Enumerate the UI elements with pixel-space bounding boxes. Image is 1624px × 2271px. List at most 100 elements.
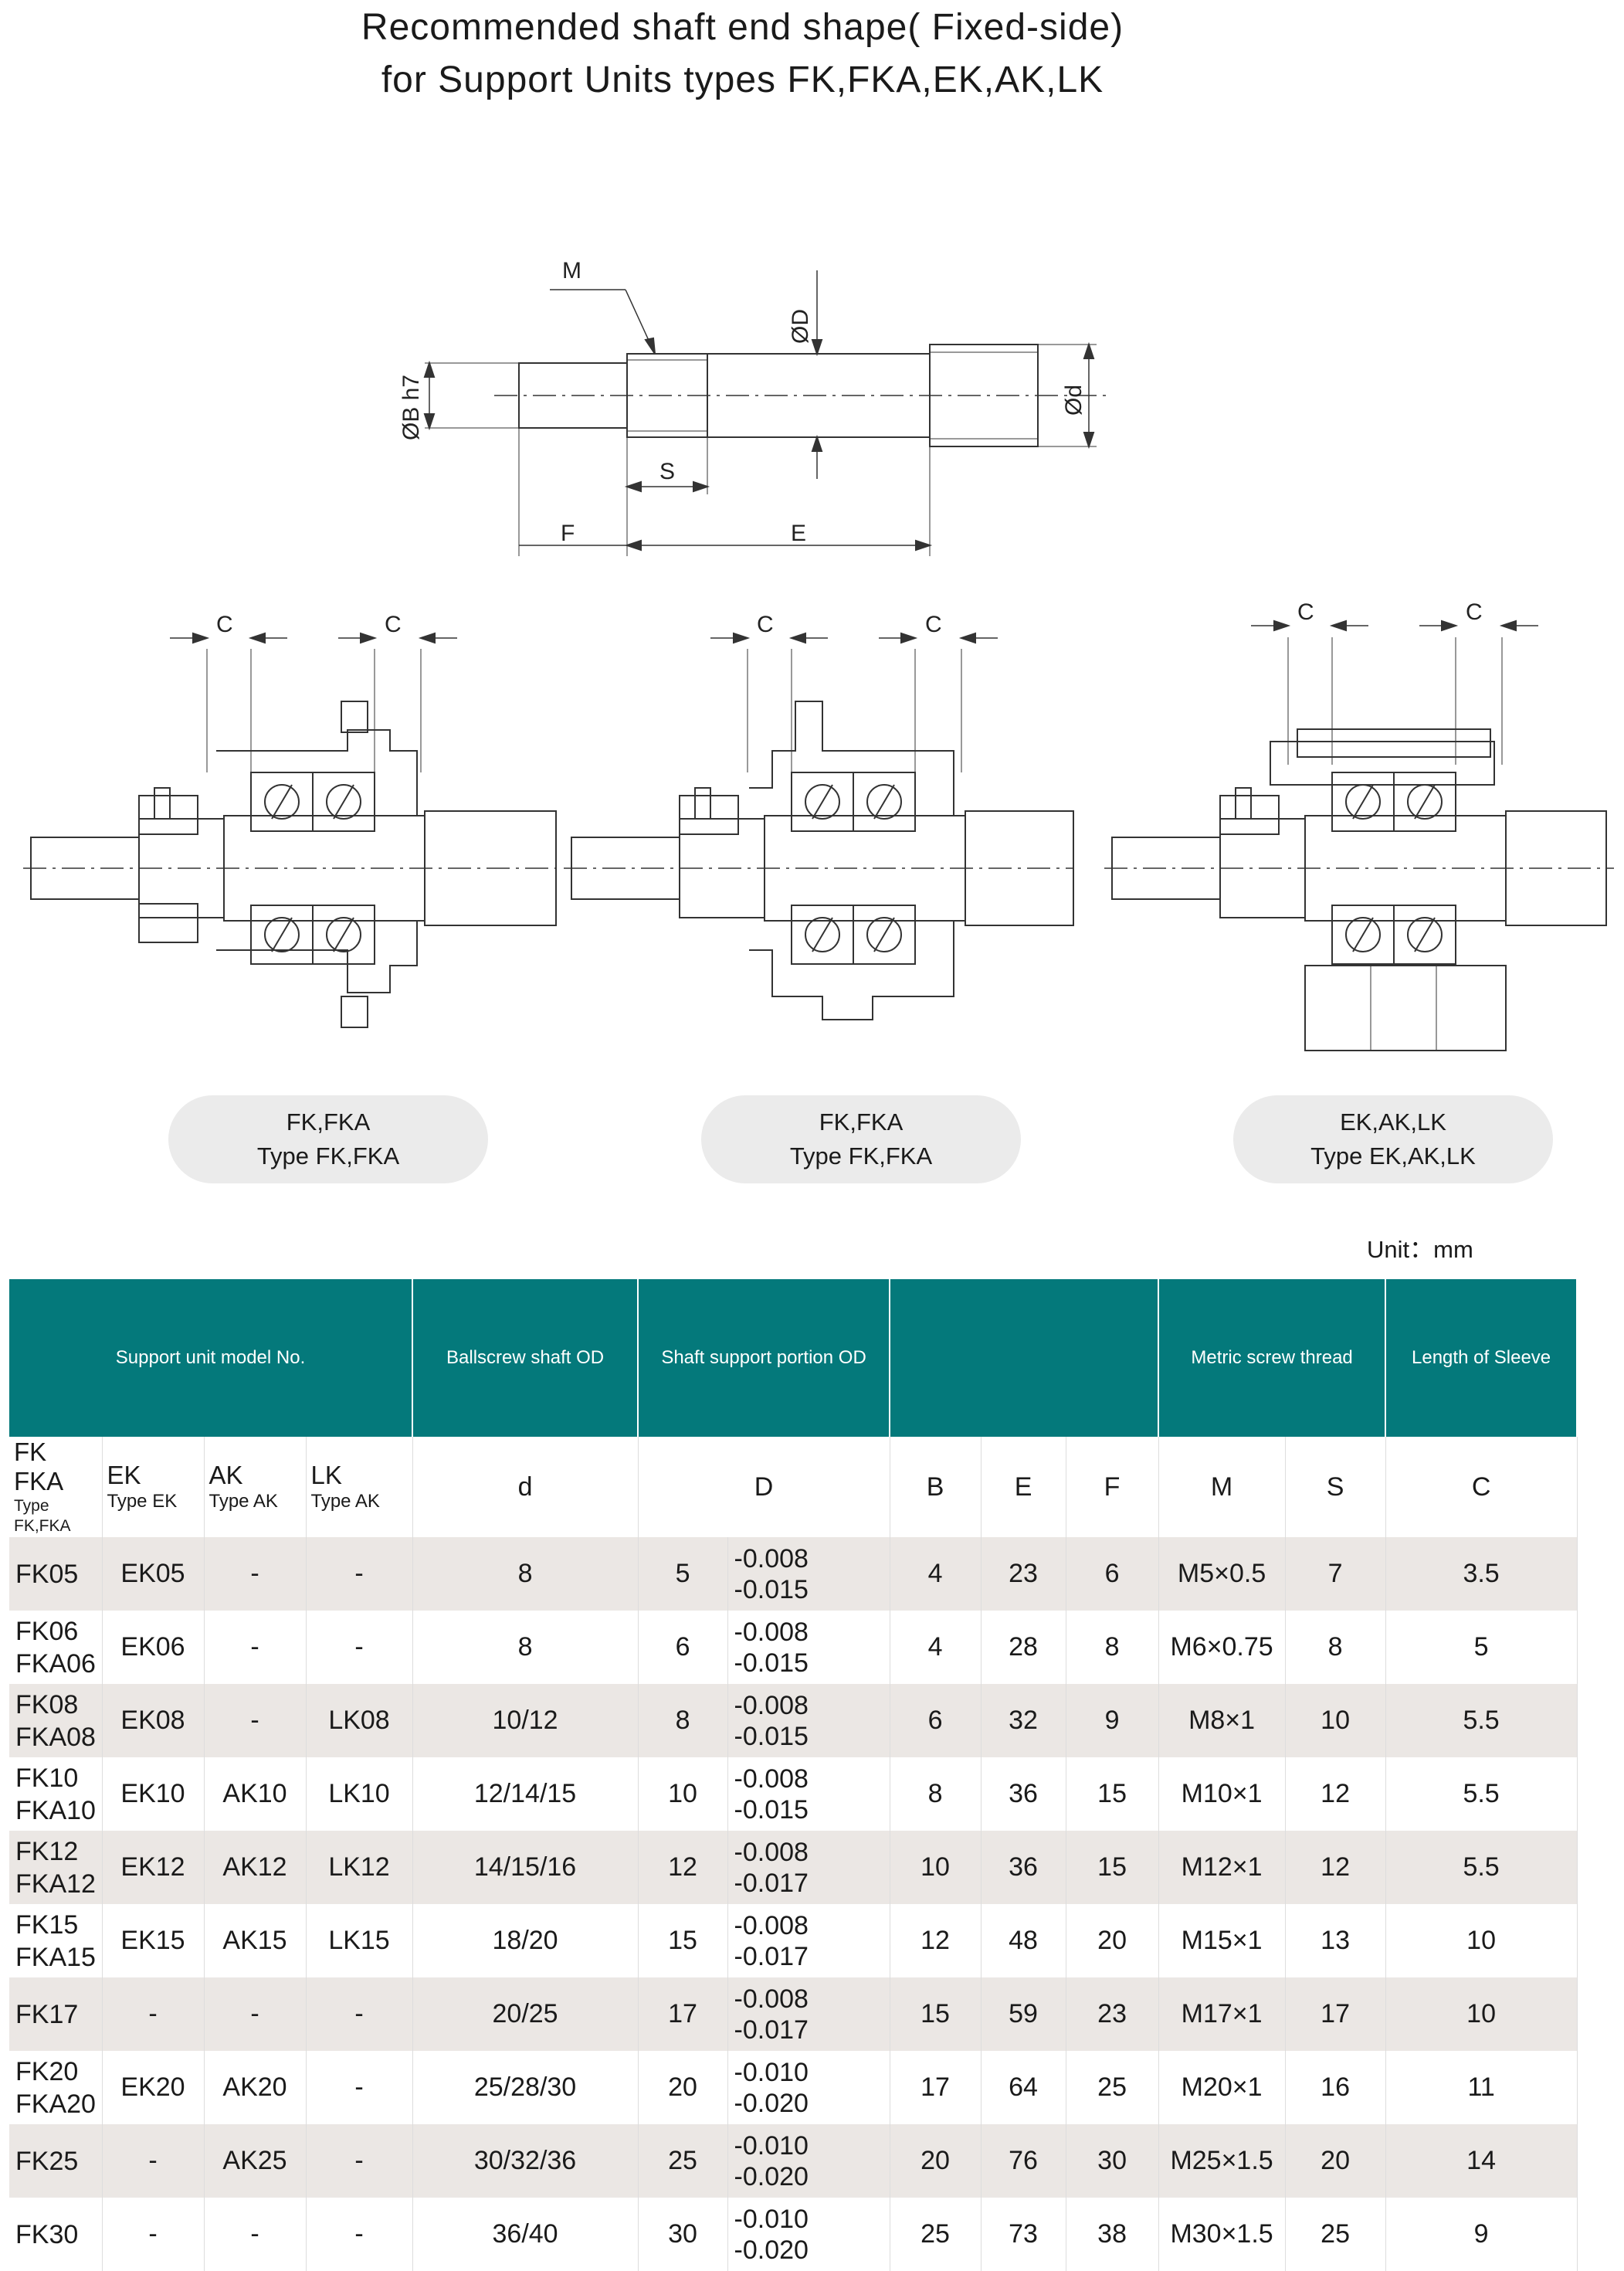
cell-ak: AK20	[204, 2051, 307, 2124]
header-thread: Metric screw thread	[1158, 1279, 1387, 1437]
tolerance-lower: -0.015	[734, 1794, 809, 1825]
cell-d: 10/12	[412, 1684, 639, 1757]
cell-F: 15	[1066, 1757, 1159, 1831]
cell-D: 6	[638, 1611, 728, 1684]
cell-B: 10	[890, 1831, 982, 1904]
cell-tolerance: -0.008-0.017	[727, 1831, 890, 1904]
cell-B: 17	[890, 2051, 982, 2124]
shaft-end-drawing: M ØD ØB h7 Ød S F E	[398, 258, 1112, 556]
cell-ak: AK12	[204, 1831, 307, 1904]
subheader-fk: FK FKA Type FK,FKA	[9, 1437, 103, 1537]
cell-F: 15	[1066, 1831, 1159, 1904]
cell-d: 20/25	[412, 1977, 639, 2051]
cell-fk-model: FK05	[9, 1537, 103, 1611]
fka-model: FKA12	[15, 1869, 96, 1899]
cell-F: 23	[1066, 1977, 1159, 2051]
cell-ak: AK10	[204, 1757, 307, 1831]
cell-E: 23	[981, 1537, 1066, 1611]
header-shaft-od: Ballscrew shaft OD	[412, 1279, 639, 1437]
section-label-C: C	[757, 612, 774, 637]
section-view-fk-1: C C	[23, 612, 557, 1028]
cell-S: 7	[1285, 1537, 1386, 1611]
subheader-lk: LK Type AK	[306, 1437, 413, 1537]
cell-fk-model: FK17	[9, 1977, 103, 2051]
cell-S: 12	[1285, 1831, 1386, 1904]
cell-M: M6×0.75	[1158, 1611, 1286, 1684]
dimension-table: Support unit model No. Ballscrew shaft O…	[9, 1279, 1578, 2271]
cell-ek: EK10	[102, 1757, 205, 1831]
cell-d: 25/28/30	[412, 2051, 639, 2124]
cell-d: 18/20	[412, 1904, 639, 1977]
cell-ak: AK25	[204, 2124, 307, 2198]
cell-lk: LK12	[306, 1831, 413, 1904]
cell-ak: -	[204, 1684, 307, 1757]
fka-model: FKA20	[15, 2089, 96, 2119]
fk-model: FK05	[15, 1559, 79, 1589]
cell-d: 8	[412, 1611, 639, 1684]
section-view-ek: C C	[1104, 599, 1614, 1051]
page-title: Recommended shaft end shape( Fixed-side)	[361, 7, 1124, 48]
cell-ak: -	[204, 1537, 307, 1611]
cell-M: M10×1	[1158, 1757, 1286, 1831]
pill-line2: Type FK,FKA	[256, 1142, 400, 1169]
cell-S: 12	[1285, 1757, 1386, 1831]
tolerance-lower: -0.017	[734, 1868, 809, 1898]
fk-model: FK10	[15, 1763, 79, 1793]
shaft-label-E: E	[791, 521, 806, 546]
section-view-fk-2: C C	[564, 612, 1074, 1020]
tolerance-lower: -0.020	[734, 2088, 809, 2118]
cell-F: 25	[1066, 2051, 1159, 2124]
pill-line1: FK,FKA	[819, 1108, 904, 1136]
cell-M: M12×1	[1158, 1831, 1286, 1904]
cell-ek: -	[102, 2124, 205, 2198]
tolerance-lower: -0.015	[734, 1648, 809, 1678]
cell-D: 5	[638, 1537, 728, 1611]
subheader-D: D	[638, 1437, 890, 1537]
header-model: Support unit model No.	[9, 1279, 414, 1437]
cell-lk: LK15	[306, 1904, 413, 1977]
cell-ek: -	[102, 1977, 205, 2051]
shaft-label-B: ØB h7	[398, 375, 424, 440]
cell-ak: -	[204, 1977, 307, 2051]
section-label-C: C	[216, 612, 233, 637]
cell-fk-model: FK25	[9, 2124, 103, 2198]
shaft-label-S: S	[659, 459, 675, 484]
type-label-fk-1: FK,FKA Type FK,FKA	[168, 1095, 488, 1183]
cell-C: 5	[1385, 1611, 1578, 1684]
cell-B: 8	[890, 1757, 982, 1831]
cell-F: 8	[1066, 1611, 1159, 1684]
cell-tolerance: -0.008-0.015	[727, 1537, 890, 1611]
type-label-fk-2: FK,FKA Type FK,FKA	[701, 1095, 1021, 1183]
cell-E: 36	[981, 1757, 1066, 1831]
cell-D: 30	[638, 2198, 728, 2271]
cell-F: 30	[1066, 2124, 1159, 2198]
cell-M: M15×1	[1158, 1904, 1286, 1977]
fk-model: FK25	[15, 2146, 79, 2176]
fk-model: FK12	[15, 1836, 79, 1866]
fk-model: FK20	[15, 2056, 79, 2086]
tolerance-upper: -0.008	[734, 1543, 809, 1573]
cell-F: 20	[1066, 1904, 1159, 1977]
cell-lk: -	[306, 2124, 413, 2198]
cell-S: 17	[1285, 1977, 1386, 2051]
subheader-d: d	[412, 1437, 639, 1537]
cell-C: 14	[1385, 2124, 1578, 2198]
cell-E: 48	[981, 1904, 1066, 1977]
cell-ek: EK05	[102, 1537, 205, 1611]
cell-S: 20	[1285, 2124, 1386, 2198]
cell-E: 64	[981, 2051, 1066, 2124]
subheader-S: S	[1285, 1437, 1386, 1537]
header-blank	[890, 1279, 1160, 1437]
cell-B: 4	[890, 1537, 982, 1611]
cell-ek: EK06	[102, 1611, 205, 1684]
cell-E: 76	[981, 2124, 1066, 2198]
